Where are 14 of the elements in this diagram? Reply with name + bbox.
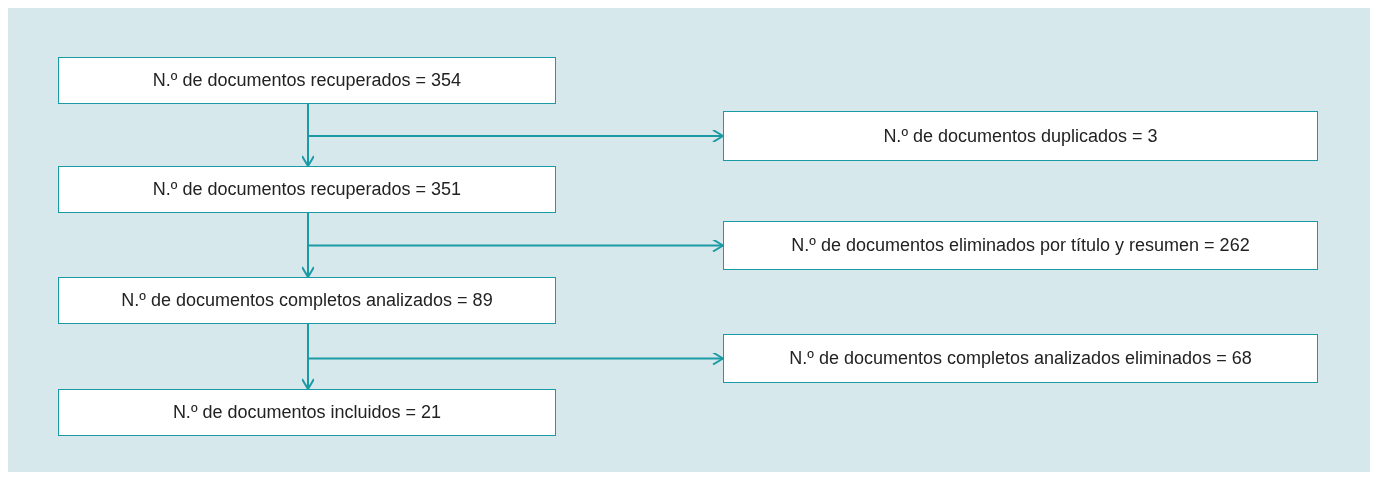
box-label: N.º de documentos recuperados = 354 [152, 70, 462, 91]
process-box [723, 334, 1318, 383]
box-label: N.º de documentos completos analizados eliminados = 68 [789, 348, 1252, 369]
process-box [723, 111, 1318, 161]
process-box [58, 57, 556, 104]
box-label: N.º de documentos eliminados por título y resumen = 262 [791, 235, 1250, 256]
process-box [58, 389, 556, 436]
process-box [723, 221, 1318, 270]
box-label: N.º de documentos completos analizados = 89 [121, 290, 493, 311]
box-label: N.º de documentos recuperados = 351 [152, 179, 462, 200]
box-label: N.º de documentos incluidos = 21 [172, 402, 442, 423]
box-label: N.º de documentos duplicados = 3 [883, 125, 1158, 147]
process-box [58, 166, 556, 213]
process-box [58, 277, 556, 324]
